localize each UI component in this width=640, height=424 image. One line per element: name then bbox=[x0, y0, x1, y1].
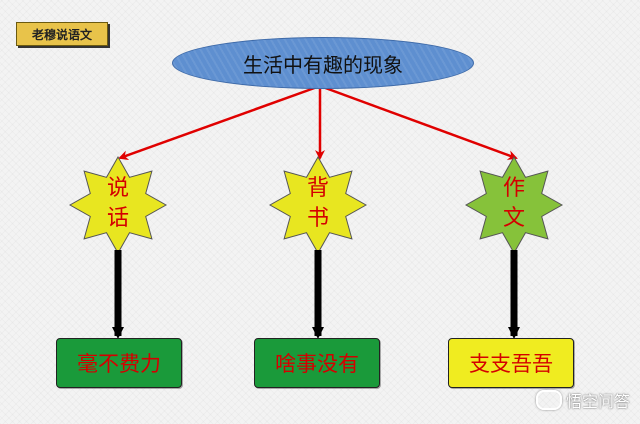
root-topic-label: 生活中有趣的现象 bbox=[243, 52, 403, 77]
star-label-shuohua: 说 话 bbox=[98, 174, 138, 234]
root-topic-node: 生活中有趣的现象 bbox=[172, 37, 474, 89]
watermark: 悟空问答 bbox=[535, 388, 630, 412]
star-char-1: 背 bbox=[306, 176, 329, 201]
watermark-text: 悟空问答 bbox=[565, 392, 630, 411]
star-char-2: 文 bbox=[502, 206, 525, 231]
result-label: 毫不费力 bbox=[77, 352, 161, 376]
star-label-beishu: 背 书 bbox=[298, 174, 338, 234]
result-box-zuowen: 支支吾吾 bbox=[448, 338, 574, 388]
author-badge: 老穆说语文 bbox=[16, 22, 108, 46]
chat-bubble-icon bbox=[535, 390, 562, 410]
star-char-2: 话 bbox=[106, 206, 129, 231]
result-box-shuohua: 毫不费力 bbox=[56, 338, 182, 388]
star-char-1: 作 bbox=[502, 176, 525, 201]
arrow-to-shuohua bbox=[118, 84, 321, 160]
result-label: 啥事没有 bbox=[275, 352, 359, 376]
star-label-zuowen: 作 文 bbox=[494, 174, 534, 234]
author-badge-label: 老穆说语文 bbox=[31, 27, 92, 42]
star-char-1: 说 bbox=[106, 176, 129, 201]
star-char-2: 书 bbox=[306, 206, 329, 231]
result-box-beishu: 啥事没有 bbox=[254, 338, 380, 388]
result-label: 支支吾吾 bbox=[469, 352, 553, 376]
arrow-to-zuowen bbox=[319, 84, 518, 160]
